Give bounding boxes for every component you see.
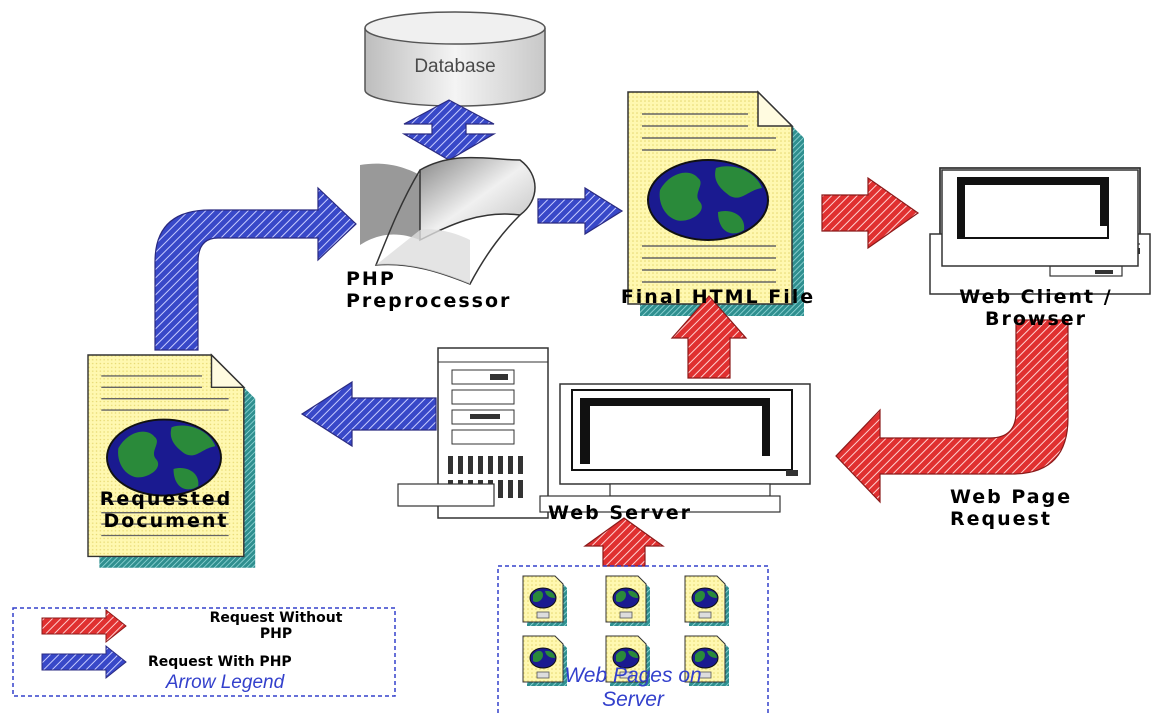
nophp-arrow-server-html	[670, 295, 748, 379]
web-client-computer	[929, 167, 1151, 295]
arrow-legend-title: Arrow Legend	[165, 672, 285, 693]
requested-document-label: Requested Document	[99, 488, 233, 532]
web-client-label: Web Client / Browser	[959, 286, 1113, 330]
legend-without-php-label: Request Without PHP	[209, 610, 343, 642]
php-arrow-database-preprocessor	[401, 99, 497, 161]
database-label: Database	[414, 56, 496, 77]
php-preprocessor-scroll	[360, 156, 536, 285]
arrow-legend-box	[12, 607, 396, 697]
web-page-request-label: Web Page Request	[950, 486, 1073, 530]
nophp-arrow-browser-server	[835, 319, 1069, 504]
php-arrow-preprocessor-html	[537, 186, 624, 236]
requested-document	[87, 354, 257, 569]
final-html-label: Final HTML File	[620, 286, 816, 308]
legend-blue-arrow	[41, 644, 127, 680]
final-html-document	[627, 91, 805, 317]
php-arrow-document-preprocessor	[154, 186, 357, 351]
legend-red-arrow	[41, 608, 127, 644]
nophp-arrow-pages-server	[583, 517, 665, 567]
nophp-arrow-html-browser	[821, 176, 920, 250]
php-preprocessor-label: PHP Preprocessor	[346, 268, 512, 312]
web-server-label: Web Server	[548, 502, 692, 524]
database-cylinder	[364, 11, 546, 107]
web-pages-box	[497, 565, 769, 714]
web-pages-on-server-label: Web Pages on Server	[564, 664, 702, 711]
php-arrow-server-document	[300, 380, 437, 448]
web-server-machine	[397, 347, 811, 519]
legend-with-php-label: Request With PHP	[148, 654, 292, 670]
